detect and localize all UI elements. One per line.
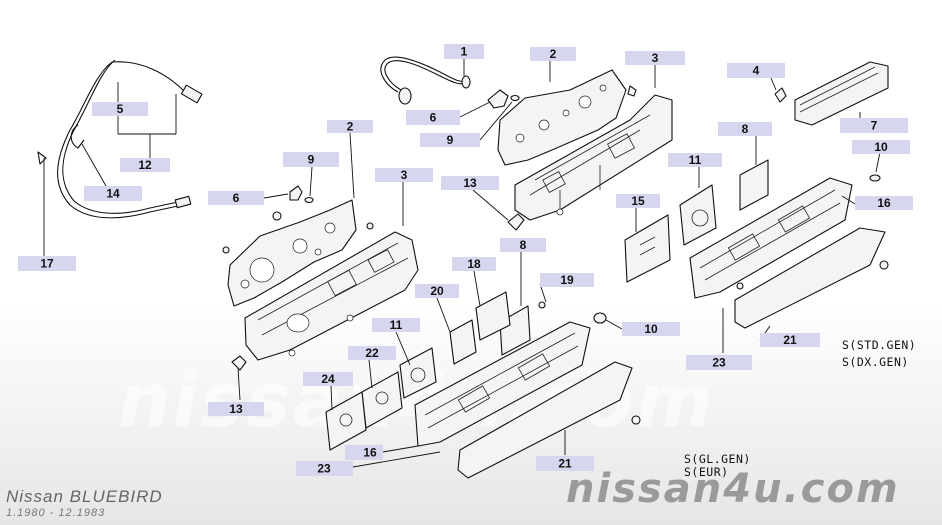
printed-circuit-upper [497,69,627,166]
callout-4[interactable]: 4 [727,63,785,78]
callout-label: 6 [233,191,240,205]
callout-8-mid[interactable]: 8 [500,238,546,252]
screws [222,222,744,309]
callout-label: 13 [229,402,243,416]
callout-label: 15 [631,194,645,208]
callout-23-bottom[interactable]: 23 [296,461,353,476]
callout-15[interactable]: 15 [616,194,660,208]
callout-label: 23 [317,462,331,476]
meter-case-lower [244,231,419,361]
callout-14[interactable]: 14 [84,186,142,201]
callout-label: 8 [520,238,527,252]
callout-label: 10 [874,140,888,154]
leader-lines [43,59,881,468]
callout-label: 16 [363,446,377,460]
callout-3-top[interactable]: 3 [625,51,685,65]
callout-2-left[interactable]: 2 [327,120,373,134]
callout-18[interactable]: 18 [452,257,496,271]
callout-label: 4 [753,64,760,78]
meter-glass [457,227,889,479]
wire-harness [380,56,471,105]
callout-label: 3 [652,51,659,65]
callout-8-top[interactable]: 8 [718,122,772,136]
callout-label: 21 [558,457,572,471]
callout-label: 23 [712,356,726,370]
callout-label: 9 [308,153,315,167]
cluster-lid-upper [689,177,853,299]
callout-21-bottom[interactable]: 21 [536,456,594,471]
callout-label: 13 [463,176,477,190]
callout-16-top[interactable]: 16 [855,196,913,210]
callout-label: 10 [644,322,658,336]
variant-label-dx-gen: S(DX.GEN) [842,355,909,369]
callout-10-top[interactable]: 10 [852,140,910,154]
callout-2-top[interactable]: 2 [530,47,576,61]
callout-label: 11 [390,318,403,332]
callout-7[interactable]: 7 [840,118,908,133]
callout-label: 22 [365,346,379,360]
bulb-sockets [231,85,881,371]
variant-label-gl-gen: S(GL.GEN) [684,452,751,466]
callout-label: 6 [430,111,437,125]
model-dates: 1.1980 - 12.1983 [6,507,106,519]
callout-1[interactable]: 1 [444,44,484,59]
speedometer-cable [37,59,203,219]
callout-21-right[interactable]: 21 [760,333,820,347]
callout-label: 14 [106,187,120,201]
callout-label: 9 [447,133,454,147]
gauge-panels [449,159,769,365]
callout-3-left[interactable]: 3 [375,168,433,182]
callout-label: 7 [871,119,878,133]
callout-11-mid[interactable]: 11 [372,318,420,332]
variant-label-std-gen: S(STD.GEN) [842,338,917,352]
callout-label: 2 [550,47,557,61]
callout-20[interactable]: 20 [415,284,459,298]
callout-label: 21 [783,333,797,347]
illumination-box [794,61,889,126]
callout-13-left[interactable]: 13 [208,402,264,416]
watermark-bottom: nissan4u.com [566,466,900,512]
callout-6-left[interactable]: 6 [208,191,264,205]
callout-9-left[interactable]: 9 [283,152,339,167]
printed-circuit-lower [227,199,357,307]
callout-label: 12 [138,158,152,172]
callout-12[interactable]: 12 [120,158,170,172]
callout-6-top[interactable]: 6 [406,110,460,125]
meter-case-upper [514,94,673,221]
callout-label: 17 [40,257,54,271]
callout-5[interactable]: 5 [92,102,148,116]
callout-label: 19 [560,273,574,287]
callout-label: 8 [742,122,749,136]
face-plates [325,214,671,451]
callout-19[interactable]: 19 [540,273,594,287]
callout-label: 16 [877,196,891,210]
callout-label: 3 [401,168,408,182]
callout-11-top[interactable]: 11 [668,153,722,167]
gauges [399,184,717,399]
callout-label: 1 [461,45,468,59]
callout-label: 24 [321,372,335,386]
callout-label: 11 [689,153,702,167]
callout-9-top[interactable]: 9 [420,133,480,147]
callout-22[interactable]: 22 [348,346,396,360]
callout-label: 2 [347,120,354,134]
callout-17[interactable]: 17 [18,256,76,271]
callout-label: 5 [117,102,124,116]
model-title: Nissan BLUEBIRD [6,487,163,506]
callout-10-mid[interactable]: 10 [622,322,680,336]
callout-label: 20 [430,284,444,298]
callout-24[interactable]: 24 [303,372,353,386]
callout-23-right[interactable]: 23 [686,355,752,370]
callout-label: 18 [467,257,481,271]
variant-label-eur: S(EUR) [684,465,729,479]
callout-13-top[interactable]: 13 [441,176,499,190]
callout-16-bottom[interactable]: 16 [345,445,383,460]
